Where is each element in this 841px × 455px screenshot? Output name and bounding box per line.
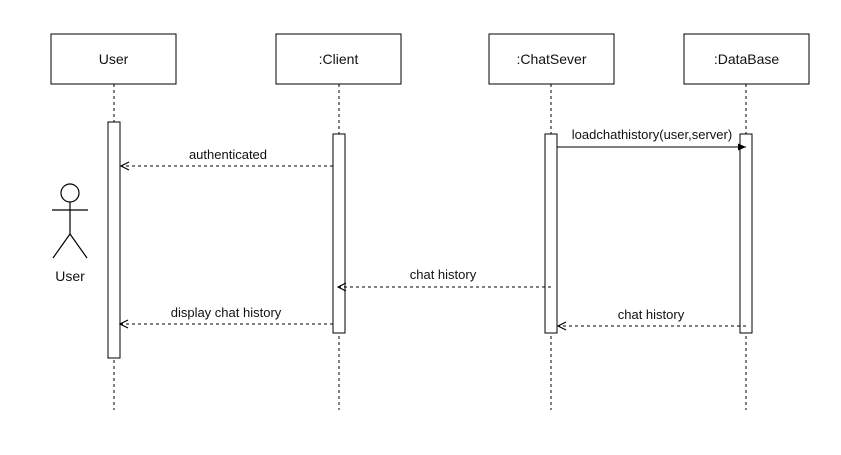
stick-figure-icon (52, 183, 88, 259)
message-loadchathistory-label: loadchathistory(user,server) (572, 127, 732, 142)
message-loadchathistory[interactable]: loadchathistory(user,server) (557, 127, 746, 151)
message-chat-history-to-chatserver[interactable]: chat history (558, 307, 746, 326)
message-display-chat-history[interactable]: display chat history (120, 305, 333, 324)
message-display-chat-history-label: display chat history (171, 305, 282, 320)
message-chat-history-to-client-label: chat history (410, 267, 477, 282)
participant-client-label: :Client (319, 51, 359, 67)
activation-user (107, 121, 121, 359)
participant-chatserver[interactable]: :ChatSever (488, 33, 615, 85)
participant-database[interactable]: :DataBase (683, 33, 810, 85)
participant-user-label: User (99, 51, 129, 67)
message-chat-history-to-client[interactable]: chat history (338, 267, 551, 287)
activation-client (332, 133, 346, 334)
actor-label: User (55, 268, 85, 284)
participant-database-label: :DataBase (714, 51, 780, 67)
participant-client[interactable]: :Client (275, 33, 402, 85)
message-authenticated-label: authenticated (189, 147, 267, 162)
message-chat-history-to-chatserver-label: chat history (618, 307, 685, 322)
participant-chatserver-label: :ChatSever (516, 51, 586, 67)
participant-user[interactable]: User (50, 33, 177, 85)
activation-chatserver (544, 133, 558, 334)
activation-database (739, 133, 753, 334)
message-authenticated[interactable]: authenticated (121, 147, 333, 166)
